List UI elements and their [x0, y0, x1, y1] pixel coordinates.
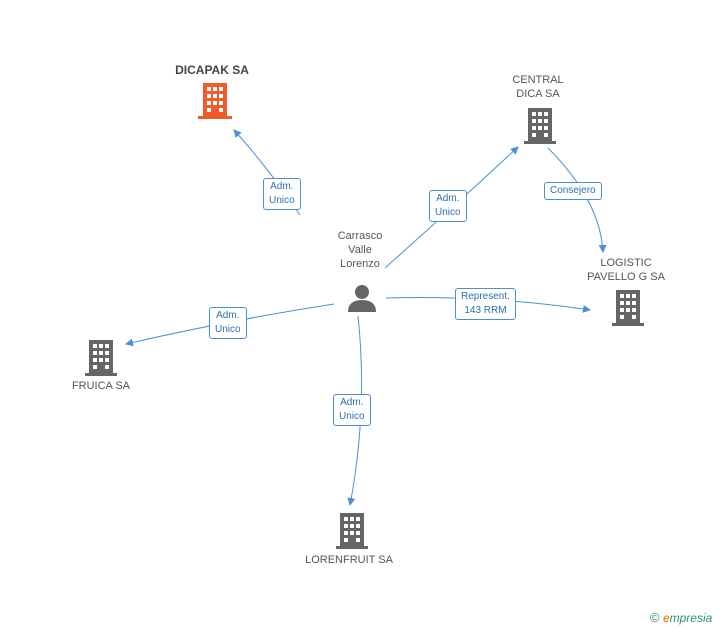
- relation-label-dicapak[interactable]: Adm. Unico: [263, 178, 301, 210]
- relation-label-consejero[interactable]: Consejero: [544, 182, 602, 200]
- relation-label-line: Adm.: [216, 310, 240, 321]
- logistic-label-line: PAVELLO G SA: [587, 271, 665, 283]
- relation-label-central[interactable]: Adm. Unico: [429, 190, 467, 222]
- logistic-label-line: LOGISTIC: [600, 257, 652, 269]
- central-label-line: CENTRAL: [512, 74, 564, 86]
- central-label-line: DICA SA: [516, 88, 560, 100]
- person-label-line: Lorenzo: [340, 258, 380, 270]
- copyright-symbol: ©: [650, 610, 660, 625]
- building-icon[interactable]: [85, 340, 117, 376]
- building-icon[interactable]: [336, 513, 368, 549]
- relation-label-line: Adm.: [270, 181, 294, 192]
- relation-label-line: Represent.: [461, 291, 510, 302]
- person-icon[interactable]: [346, 283, 378, 313]
- person-label-line: Valle: [348, 244, 372, 256]
- relation-label-line: Unico: [215, 324, 241, 335]
- building-icon[interactable]: [612, 290, 644, 326]
- relation-label-line: 143 RRM: [464, 305, 507, 316]
- central-label: CENTRAL DICA SA: [498, 73, 578, 101]
- brand-name: mpresia: [669, 611, 713, 625]
- empresia-logo[interactable]: © empresia: [650, 610, 712, 625]
- logistic-label: LOGISTIC PAVELLO G SA: [576, 256, 676, 284]
- relation-label-lorenfruit[interactable]: Adm. Unico: [333, 394, 371, 426]
- relation-label-line: Adm.: [340, 397, 364, 408]
- fruica-label: FRUICA SA: [71, 380, 131, 392]
- person-label-line: Carrasco: [337, 230, 383, 242]
- edge-consejero: [547, 147, 607, 253]
- person-label: Carrasco Valle Lorenzo: [325, 229, 395, 271]
- dicapak-label: DICAPAK SA: [175, 63, 249, 77]
- building-icon[interactable]: [198, 83, 232, 119]
- relation-label-line: Unico: [339, 411, 365, 422]
- relation-label-line: Consejero: [550, 185, 596, 196]
- relation-label-fruica[interactable]: Adm. Unico: [209, 307, 247, 339]
- relation-label-line: Unico: [269, 195, 295, 206]
- relation-label-line: Unico: [435, 207, 461, 218]
- building-icon[interactable]: [524, 108, 556, 144]
- brand-initial: e: [662, 611, 670, 625]
- relation-label-logistic[interactable]: Represent. 143 RRM: [455, 288, 516, 320]
- lorenfruit-label: LORENFRUIT SA: [305, 554, 393, 566]
- relation-label-line: Adm.: [436, 193, 460, 204]
